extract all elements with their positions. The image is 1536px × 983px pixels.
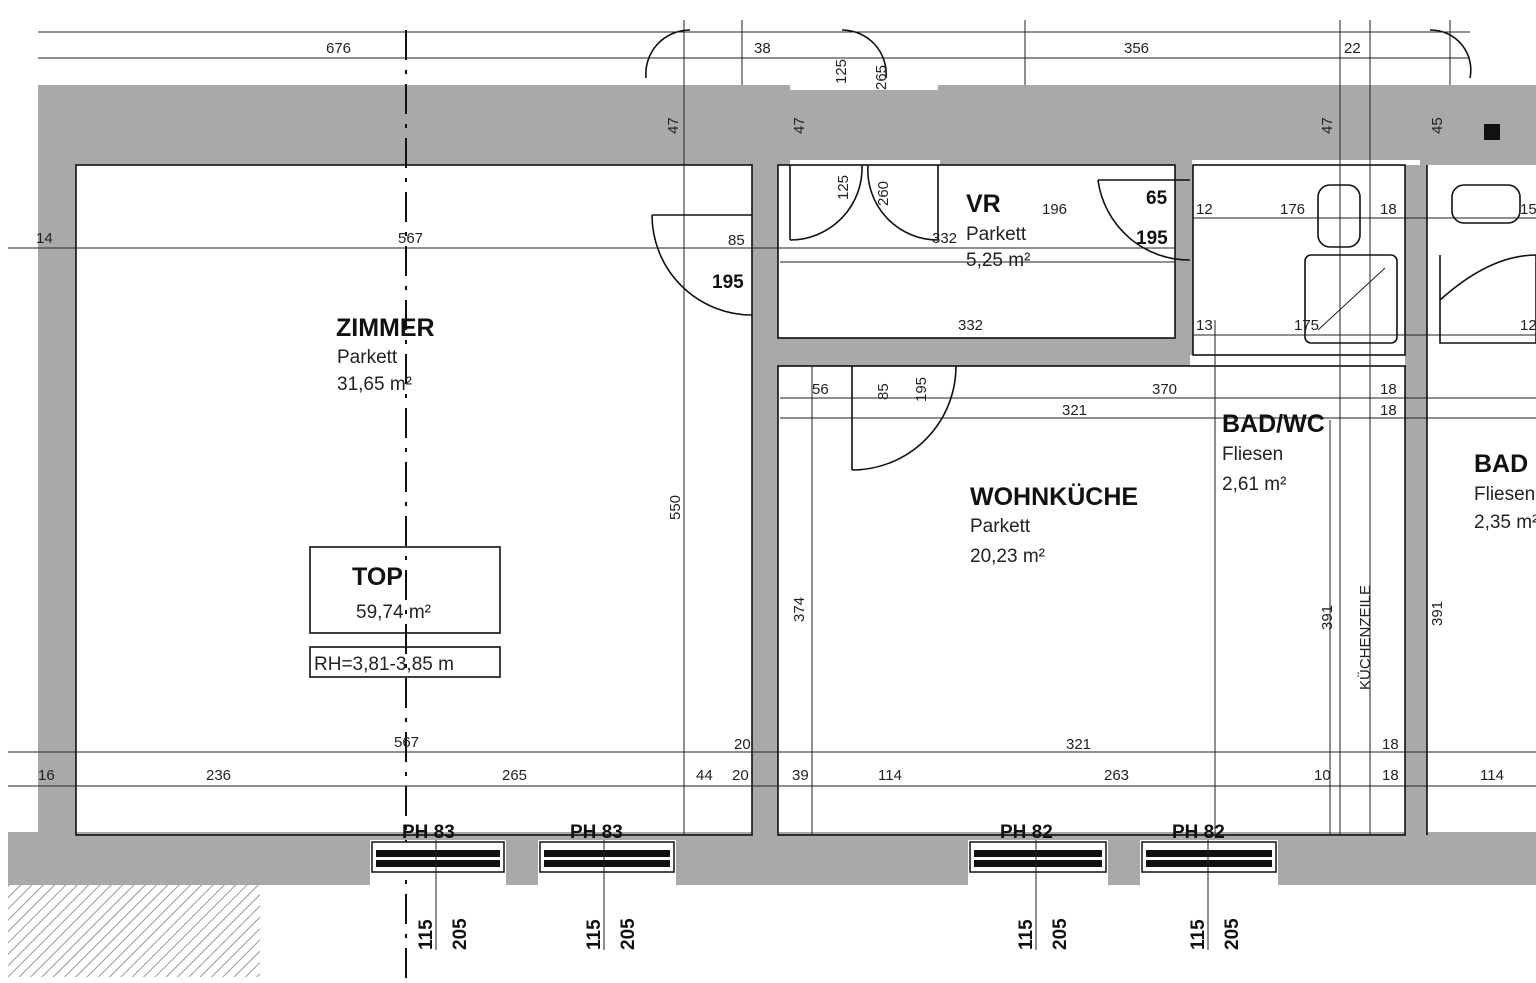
window-height-2: 205 [618,918,639,950]
dim-vr-195: 195 [1136,228,1168,249]
dim-vr-332b: 332 [958,317,983,334]
dim-wk-195: 195 [913,377,930,402]
dim-bottom-44: 44 [696,767,713,784]
room-height: RH=3,81-3,85 m [314,654,454,675]
dimension-lines [8,20,1536,835]
windows [371,840,1277,950]
bad-right-floor: Fliesen [1474,484,1535,505]
doors [645,29,1472,471]
dim-top-125: 125 [833,59,850,84]
dim-wk-391: 391 [1319,605,1336,630]
badwc-floor: Fliesen [1222,444,1283,465]
window-label-left-1: PH 83 [402,822,455,843]
bad-right-area: 2,35 m² [1474,512,1536,533]
dim-bad-12b: 12 [1520,317,1536,334]
vr-area: 5,25 m² [966,250,1030,271]
dim-left-16: 16 [38,767,55,784]
dim-wk-18: 18 [1380,381,1397,398]
zimmer-name: ZIMMER [336,314,435,342]
window-label-left-2: PH 83 [570,822,623,843]
hatched-terrain [8,885,260,977]
dim-wk-370: 370 [1152,381,1177,398]
dim-bottom-20b: 20 [734,736,751,753]
wohnkueche-name: WOHNKÜCHE [970,482,1138,511]
dim-bottom-114b: 114 [1480,767,1504,784]
dim-zimmer-550: 550 [667,495,684,520]
window-label-right-2: PH 82 [1172,822,1225,843]
dim-wk-321b: 321 [1066,736,1091,753]
window-label-right-1: PH 82 [1000,822,1053,843]
window-sill-3: 115 [1016,919,1037,950]
dim-wk-47c: 47 [1319,117,1336,134]
badwc-name: BAD/WC [1222,410,1325,438]
window-sill-1: 115 [416,919,437,950]
dim-bottom-10: 10 [1314,767,1331,784]
dim-wk-85: 85 [875,383,892,400]
dimension-labels: 676 356 38 22 125 265 47 47 47 45 14 567… [36,40,1536,784]
dim-zimmer-567: 567 [398,230,423,247]
dim-top-38: 38 [754,40,771,57]
dim-wk-45: 45 [1429,117,1446,134]
dim-bad-15: 15 [1520,201,1536,218]
wohnkueche-area: 20,23 m² [970,546,1045,567]
dim-wk-56: 56 [812,381,829,398]
top-area: 59,74 m² [356,602,431,623]
dim-bad-175: 175 [1294,317,1319,334]
dim-bad-12: 12 [1196,201,1213,218]
dim-bottom-236: 236 [206,767,231,784]
symbol-icon [1484,124,1500,140]
dim-bottom-263: 263 [1104,767,1129,784]
walls [8,85,1536,885]
dim-bottom-39: 39 [792,767,809,784]
dim-vr-125: 125 [835,175,852,200]
dim-zimmer-567b: 567 [394,734,419,751]
dim-bottom-18: 18 [1382,767,1399,784]
dim-vr-260: 260 [875,181,892,206]
dim-top-356: 356 [1124,40,1149,57]
dim-wk-321: 321 [1062,402,1087,419]
window-height-3: 205 [1050,918,1071,950]
dim-wk-18b: 18 [1380,402,1397,419]
dim-bottom-114: 114 [878,767,902,784]
sanitary-fixtures [1304,184,1536,344]
dim-bad-18: 18 [1380,201,1397,218]
wohnkueche-floor: Parkett [970,516,1031,537]
badwc-area: 2,61 m² [1222,474,1286,495]
dim-bad-13: 13 [1196,317,1213,334]
window-height-1: 205 [450,918,471,950]
dim-vr-85: 85 [728,232,745,249]
room-outlines [75,164,1428,836]
zimmer-area: 31,65 m² [337,374,412,395]
dim-top-22: 22 [1344,40,1361,57]
dim-wk-374: 374 [791,597,808,622]
dim-top-676: 676 [326,40,351,57]
dim-wk-391b: 391 [1429,601,1446,626]
top-info-box [309,546,501,678]
bad-right-name: BAD [1474,450,1528,478]
window-height-4: 205 [1222,918,1243,950]
dim-vr-65: 65 [1146,188,1168,209]
top-label: TOP [352,563,403,591]
vr-name: VR [966,190,1001,218]
dim-top-265: 265 [873,65,890,90]
dim-left-14: 14 [36,230,53,247]
dim-bad-176: 176 [1280,201,1305,218]
dim-vr-195-door: 195 [712,272,744,293]
dim-bottom-18b: 18 [1382,736,1399,753]
dim-vr-332: 332 [932,230,957,247]
kitchen-unit-label: KÜCHENZEILE [1356,585,1374,690]
dim-wk-47: 47 [665,117,682,134]
window-sill-4: 115 [1188,919,1209,950]
dim-bottom-265: 265 [502,767,527,784]
window-sill-2: 115 [584,919,605,950]
vr-floor: Parkett [966,224,1027,245]
dim-vr-196: 196 [1042,201,1067,218]
dim-bottom-20: 20 [732,767,749,784]
zimmer-floor: Parkett [337,347,398,368]
dim-wk-47b: 47 [791,117,808,134]
